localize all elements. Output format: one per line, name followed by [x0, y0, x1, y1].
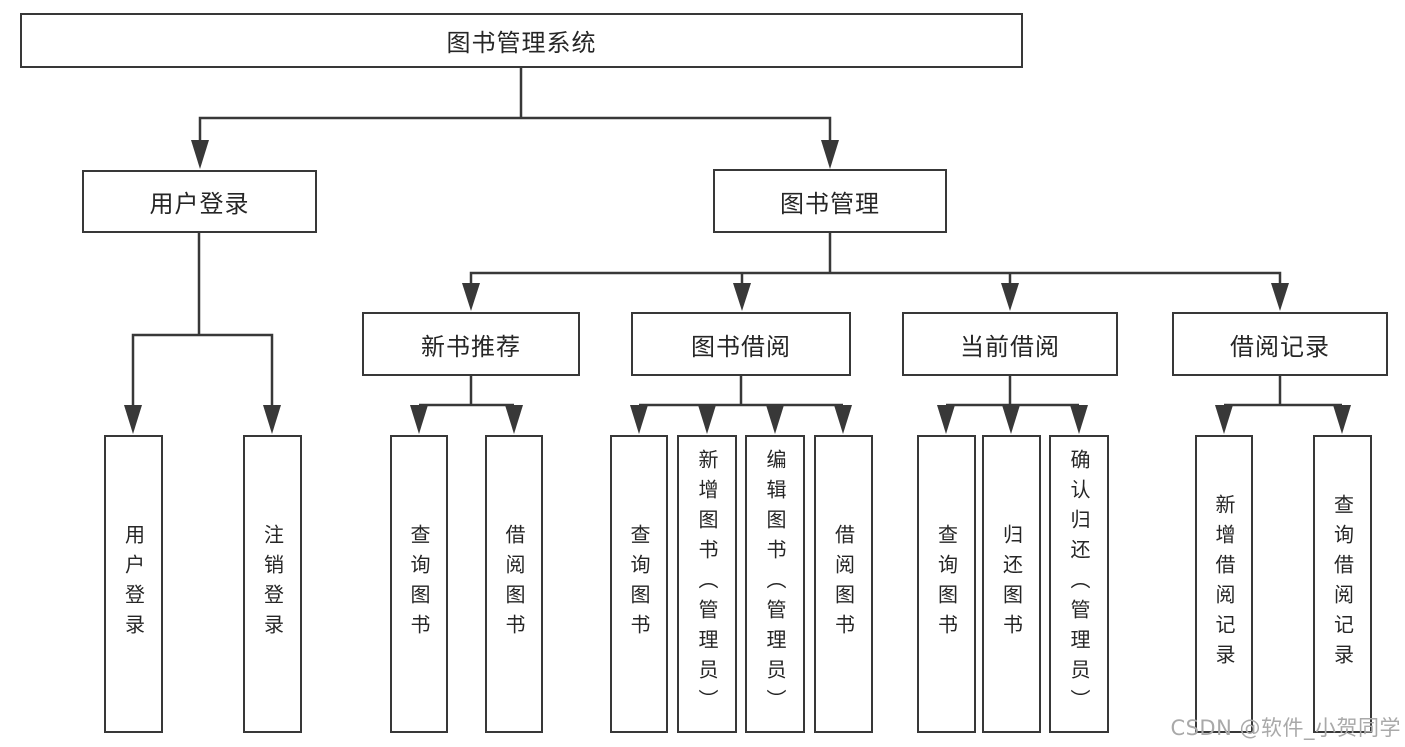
connector-line-book-management [469, 233, 1282, 284]
arrowhead-icon [263, 405, 281, 434]
arrowhead-icon [698, 405, 716, 434]
arrowhead-icon [124, 405, 142, 434]
leaf-borrow-books-recommend: 借阅图书 [485, 435, 543, 733]
leaf-add-borrowing-record: 新增借阅记录 [1195, 435, 1253, 733]
arrowhead-icon [630, 405, 648, 434]
node-library-management-system: 图书管理系统 [20, 13, 1023, 68]
connector-line-book-borrowing [639, 376, 843, 407]
node-new-book-recommendation: 新书推荐 [362, 312, 580, 376]
arrowhead-icon [410, 405, 428, 434]
leaf-query-books-recommend: 查询图书 [390, 435, 448, 733]
leaf-edit-books-admin: 编辑图书（管理员） [745, 435, 805, 733]
arrowhead-icon [1002, 405, 1020, 434]
leaf-query-books-current: 查询图书 [917, 435, 976, 733]
arrowhead-icon [191, 140, 209, 169]
node-borrowing-records: 借阅记录 [1172, 312, 1388, 376]
connector-line-user-login [131, 233, 274, 406]
leaf-query-borrowing-record: 查询借阅记录 [1313, 435, 1372, 733]
connector-line-root [198, 68, 832, 142]
arrowhead-icon [937, 405, 955, 434]
leaf-logout: 注销登录 [243, 435, 302, 733]
arrowhead-icon [462, 283, 480, 311]
connector-line-new-book-recommendation [419, 376, 514, 407]
arrowhead-icon [821, 140, 839, 169]
leaf-query-books-borrowing: 查询图书 [610, 435, 668, 733]
leaf-user-login: 用户登录 [104, 435, 163, 733]
leaf-return-books: 归还图书 [982, 435, 1041, 733]
arrowhead-icon [766, 405, 784, 434]
arrowhead-icon [733, 283, 751, 311]
node-book-management: 图书管理 [713, 169, 947, 233]
arrowhead-icon [1215, 405, 1233, 434]
node-book-borrowing: 图书借阅 [631, 312, 851, 376]
arrowhead-icon [1070, 405, 1088, 434]
arrowhead-icon [1333, 405, 1351, 434]
leaf-confirm-return-admin: 确认归还（管理员） [1049, 435, 1109, 733]
arrowhead-icon [1271, 283, 1289, 311]
node-current-borrowing: 当前借阅 [902, 312, 1118, 376]
arrowhead-icon [505, 405, 523, 434]
leaf-add-books-admin: 新增图书（管理员） [677, 435, 737, 733]
arrowhead-icon [1001, 283, 1019, 311]
leaf-borrow-books-borrowing: 借阅图书 [814, 435, 873, 733]
node-user-login: 用户登录 [82, 170, 317, 233]
arrowhead-icon [834, 405, 852, 434]
connector-line-borrowing-records [1224, 376, 1342, 407]
watermark: CSDN @软件_小贺同学 [1170, 716, 1401, 740]
connector-line-current-borrowing [946, 376, 1079, 407]
